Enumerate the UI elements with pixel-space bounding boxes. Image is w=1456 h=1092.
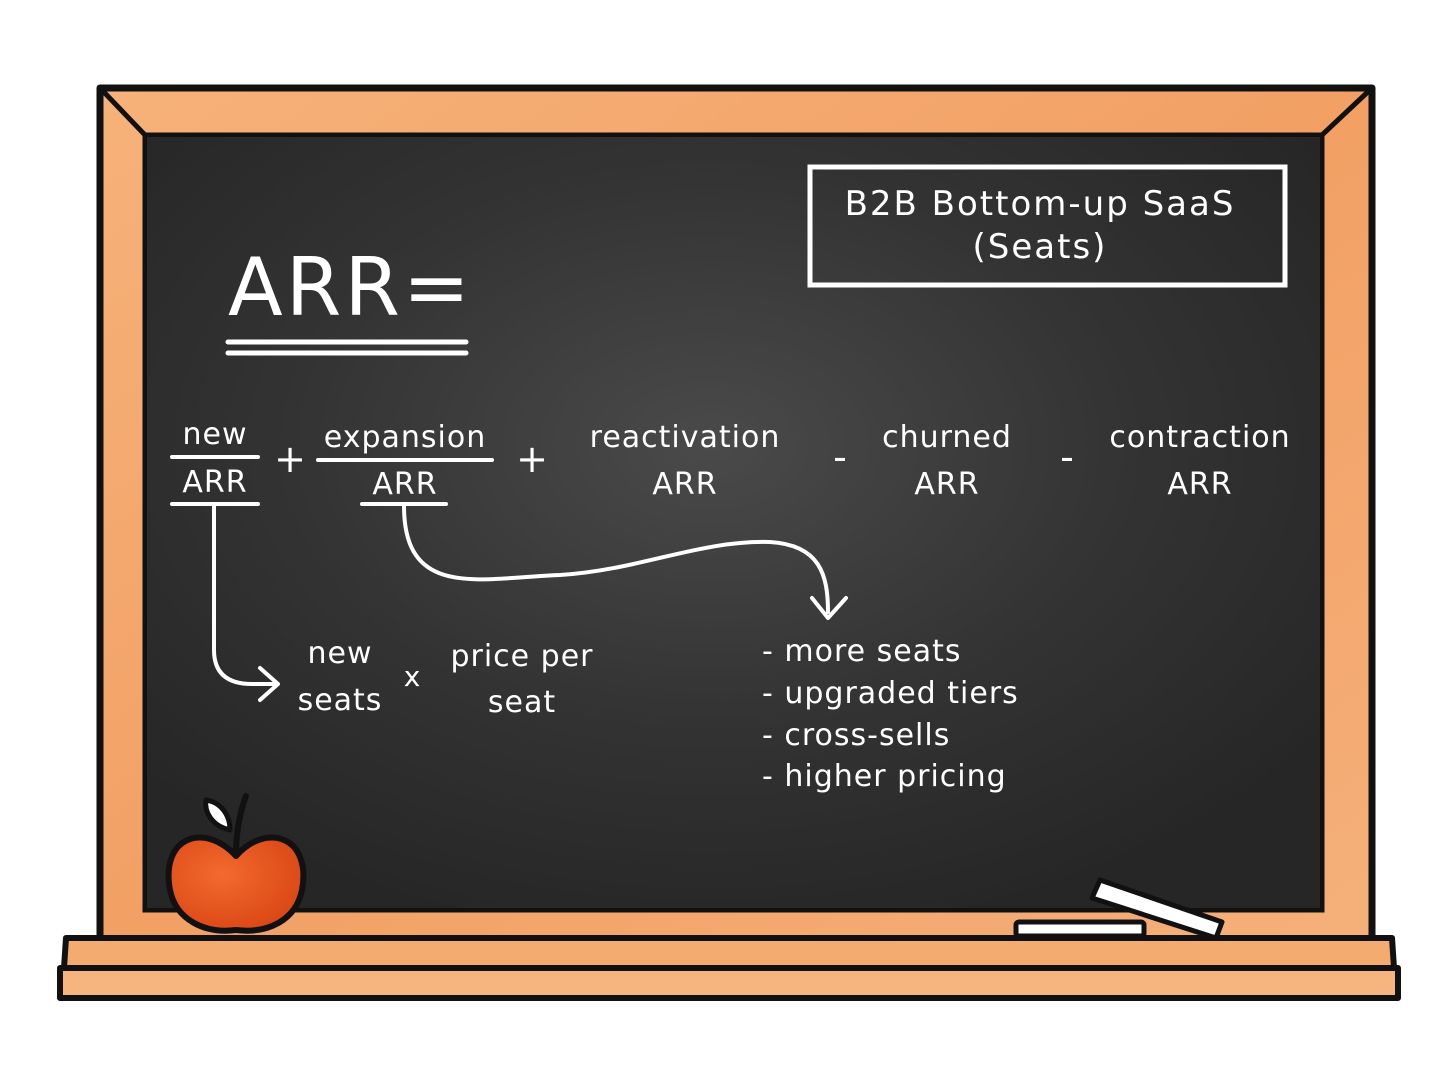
breakdown-new-top: new — [307, 636, 372, 671]
title-box: B2B Bottom-up SaaS (Seats) — [807, 164, 1288, 288]
term-expansion-top: expansion — [324, 420, 486, 455]
term-contraction-top: contraction — [1109, 420, 1290, 455]
term-new-top: new — [182, 417, 247, 452]
term-new-bottom: ARR — [182, 465, 247, 500]
formula-heading: ARR= — [225, 241, 473, 356]
expansion-item-2: - upgraded tiers — [762, 676, 1019, 711]
chalk-ledge — [57, 935, 1401, 1001]
title-line-1: B2B Bottom-up SaaS — [845, 184, 1236, 224]
formula-lhs: ARR= — [228, 241, 473, 334]
breakdown-price-bottom: seat — [488, 685, 556, 720]
connector-arrows — [212, 504, 848, 702]
arrow-expansion-head — [810, 596, 848, 620]
term-expansion-bottom: ARR — [372, 467, 437, 502]
title-line-2: (Seats) — [973, 227, 1108, 267]
expansion-breakdown-list: - more seats - upgraded tiers - cross-se… — [762, 634, 1019, 794]
chalk-icon — [1013, 877, 1225, 941]
expansion-item-1: - more seats — [762, 634, 961, 669]
operator-4: - — [1060, 435, 1074, 479]
arrow-expansion-to-breakdown — [402, 504, 830, 614]
operator-2: + — [516, 437, 548, 481]
breakdown-times: x — [404, 660, 421, 693]
chalkboard-surface — [147, 137, 1320, 908]
apple-icon — [165, 793, 307, 934]
operator-1: + — [274, 437, 306, 481]
expansion-item-4: - higher pricing — [762, 759, 1007, 794]
formula-terms: new ARR + expansion ARR + reactivation A… — [170, 417, 1290, 506]
term-reactivation-bottom: ARR — [652, 467, 717, 502]
breakdown-new-bottom: seats — [298, 683, 383, 718]
term-churned-top: churned — [882, 420, 1012, 455]
term-contraction-bottom: ARR — [1167, 467, 1232, 502]
arrow-new-head — [258, 666, 280, 702]
arrow-new-to-breakdown — [212, 504, 278, 686]
operator-3: - — [833, 435, 847, 479]
new-arr-breakdown: new seats x price per seat — [298, 636, 593, 720]
breakdown-price-top: price per — [450, 639, 593, 674]
expansion-item-3: - cross-sells — [762, 718, 950, 753]
term-churned-bottom: ARR — [914, 467, 979, 502]
term-reactivation-top: reactivation — [590, 420, 781, 455]
